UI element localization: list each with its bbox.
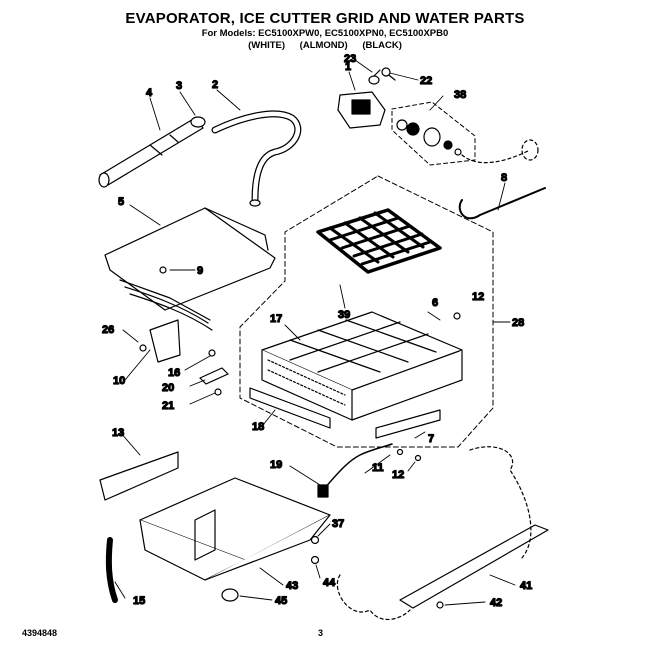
part-20-clip <box>199 367 229 385</box>
callout-13: 13 <box>112 427 124 439</box>
leader-lines <box>114 59 516 606</box>
part-3-nut <box>190 116 206 128</box>
part-12b-screw <box>414 454 422 462</box>
part-8-heater-wire <box>458 187 546 220</box>
page-title: EVAPORATOR, ICE CUTTER GRID AND WATER PA… <box>125 10 525 27</box>
callout-43: 43 <box>286 580 298 592</box>
callout-20: 20 <box>162 382 174 394</box>
part-19-harness <box>324 443 393 489</box>
part-37-screw <box>310 535 320 545</box>
color-black: (BLACK) <box>362 40 402 51</box>
callout-10: 10 <box>113 375 125 387</box>
callout-23: 23 <box>344 53 356 65</box>
page-number: 3 <box>318 628 324 638</box>
part-5-evaporator <box>104 207 276 331</box>
color-list: (WHITE) (ALMOND) (BLACK) <box>0 40 650 51</box>
callout-19: 19 <box>270 459 282 471</box>
callout-21: 21 <box>162 400 174 412</box>
part-15-drain-tube <box>105 537 118 603</box>
callout-3: 3 <box>176 80 182 92</box>
part-43-pan <box>139 477 331 581</box>
part-13-bracket <box>99 451 179 501</box>
callout-6: 6 <box>432 297 438 309</box>
callout-26: 26 <box>102 324 114 336</box>
cabinet-outline <box>336 446 532 620</box>
assembly-outline-38 <box>391 101 476 166</box>
part-7-bar <box>375 409 441 439</box>
part-45-fitting <box>221 588 239 602</box>
callout-7: 7 <box>428 433 434 445</box>
part-12-screw <box>453 312 461 320</box>
callout-15: 15 <box>133 595 145 607</box>
callout-37: 37 <box>332 518 344 530</box>
callout-5: 5 <box>118 196 124 208</box>
document-number: 4394848 <box>22 628 58 638</box>
part-1-water-valve <box>337 69 396 129</box>
part-4-fill-tube <box>99 117 204 186</box>
part-38-valve-parts <box>396 119 462 156</box>
callout-8: 8 <box>501 172 507 184</box>
callout-4: 4 <box>146 87 153 99</box>
model-list: For Models: EC5100XPW0, EC5100XPN0, EC51… <box>201 28 449 39</box>
callout-39: 39 <box>338 309 350 321</box>
callout-16: 16 <box>168 367 180 379</box>
callout-18: 18 <box>252 421 264 433</box>
callout-11: 11 <box>372 462 384 474</box>
part-22-cap <box>381 67 391 77</box>
callout-12-b: 12 <box>392 469 404 481</box>
part-10-clip <box>149 319 181 363</box>
assembly-outline-28 <box>239 175 494 448</box>
callout-2: 2 <box>212 79 218 91</box>
part-11-screw <box>396 448 404 456</box>
callout-41: 41 <box>520 580 532 592</box>
callout-22: 22 <box>420 75 432 87</box>
part-41-panel <box>399 524 549 609</box>
callout-9: 9 <box>197 265 203 277</box>
callout-labels: 1 2 3 4 5 6 7 8 9 11 12 12 13 15 16 17 1… <box>101 52 532 609</box>
part-42-screw <box>436 601 444 609</box>
callout-28: 28 <box>512 317 524 329</box>
part-17-cutter-grid <box>261 311 463 421</box>
part-21-nut <box>214 388 222 396</box>
callout-38: 38 <box>454 89 466 101</box>
callout-42: 42 <box>490 597 502 609</box>
part-18-bar <box>249 387 331 429</box>
callout-1: 1 <box>345 61 351 73</box>
part-44-screw <box>310 555 320 565</box>
callout-44: 44 <box>323 577 336 589</box>
part-9-screw <box>159 266 167 274</box>
callout-45: 45 <box>275 595 287 607</box>
part-26-screw <box>139 344 147 352</box>
color-almond: (ALMOND) <box>299 40 348 51</box>
part-39-evaporator-coil <box>316 208 442 274</box>
callout-17: 17 <box>270 313 282 325</box>
color-white: (WHITE) <box>248 40 286 51</box>
callout-12-a: 12 <box>472 291 484 303</box>
part-16-screw <box>208 349 216 357</box>
